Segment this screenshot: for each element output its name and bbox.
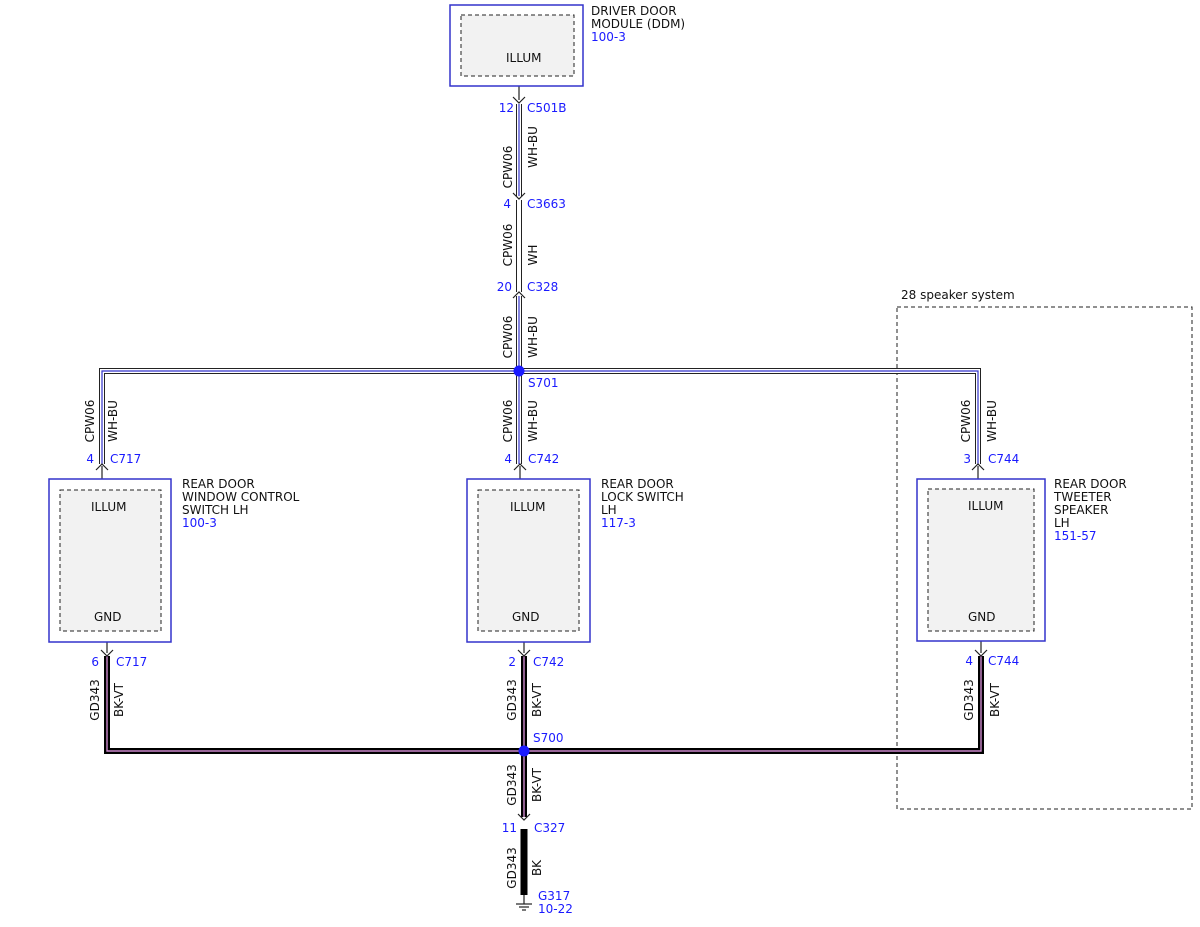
wire-s701-branches-stripe [101, 370, 979, 464]
g-left-color: BK-VT [112, 682, 126, 717]
c328-pin: 20 [497, 280, 512, 294]
g-down-color: BK-VT [530, 767, 544, 802]
w1-circuit: CPW06 [501, 146, 515, 189]
c744-bottom-connector[interactable]: C744 [988, 654, 1019, 668]
c501b-pin: 12 [499, 101, 514, 115]
w-left-circuit: CPW06 [83, 400, 97, 443]
driver-door-module[interactable]: ILLUM [449, 4, 584, 87]
arrow-c717-top-icon [95, 463, 109, 471]
ddm-name-line1: DRIVER DOOR [591, 4, 677, 18]
c327-pin: 11 [502, 821, 517, 835]
c744-top-connector[interactable]: C744 [988, 452, 1019, 466]
w-mid-circuit: CPW06 [501, 400, 515, 443]
arrow-c328-icon [512, 291, 526, 299]
c742-bottom-pin: 2 [508, 655, 516, 669]
w2-circuit: CPW06 [501, 224, 515, 267]
c717-bottom-pin: 6 [91, 655, 99, 669]
g317-ground-label[interactable]: G317 [538, 889, 570, 903]
wires [99, 76, 984, 895]
arrow-c327-icon [517, 813, 531, 821]
w1-color: WH-BU [526, 126, 540, 168]
c327-connector[interactable]: C327 [534, 821, 565, 835]
lock-switch-ref[interactable]: 117-3 [601, 516, 636, 530]
w-right-color: WH-BU [985, 400, 999, 442]
lock-switch-name-line1: REAR DOOR [601, 477, 674, 491]
wire-s700-branches-stripe [106, 656, 982, 752]
s700-splice-dot[interactable] [518, 745, 530, 757]
lock-switch-name-line2: LOCK SWITCH [601, 490, 684, 504]
tweeter-illum-pin: ILLUM [968, 499, 1003, 513]
speaker-system-label: 28 speaker system [901, 288, 1015, 302]
tweeter-name-line1: REAR DOOR [1054, 477, 1127, 491]
speaker-system-region [896, 306, 1193, 810]
arrow-c501b-icon [512, 96, 526, 104]
window-switch-gnd-pin: GND [94, 610, 122, 624]
c744-bottom-pin: 4 [965, 654, 973, 668]
c717-top-connector[interactable]: C717 [110, 452, 141, 466]
tweeter-name-line3: SPEAKER [1054, 503, 1108, 517]
ddm-name-line2: MODULE (DDM) [591, 17, 685, 31]
w2-color: WH [526, 245, 540, 266]
g-right-circuit: GD343 [962, 679, 976, 720]
window-switch-name-line3: SWITCH LH [182, 503, 249, 517]
arrow-c3663-icon [512, 192, 526, 200]
tweeter-name-line2: TWEETER [1053, 490, 1112, 504]
ddm-illum-pin-label: ILLUM [506, 51, 541, 65]
w3-color: WH-BU [526, 316, 540, 358]
g-left-circuit: GD343 [88, 679, 102, 720]
g317-ground-ref[interactable]: 10-22 [538, 902, 573, 916]
w-right-circuit: CPW06 [959, 400, 973, 443]
w-mid-color: WH-BU [526, 400, 540, 442]
rear-door-window-control-switch-lh[interactable]: ILLUM GND [48, 478, 172, 643]
window-switch-ref[interactable]: 100-3 [182, 516, 217, 530]
ground-icon [516, 895, 532, 911]
s701-splice-dot[interactable] [513, 365, 525, 377]
lock-switch-name-line3: LH [601, 503, 617, 517]
window-switch-illum-pin: ILLUM [91, 500, 126, 514]
s700-splice-label[interactable]: S700 [533, 731, 564, 745]
g-mid-circuit: GD343 [505, 679, 519, 720]
c501b-connector[interactable]: C501B [527, 101, 567, 115]
ddm-ref[interactable]: 100-3 [591, 30, 626, 44]
c744-top-pin: 3 [963, 452, 971, 466]
s701-splice-label[interactable]: S701 [528, 376, 559, 390]
lock-switch-illum-pin: ILLUM [510, 500, 545, 514]
g-final-circuit: GD343 [505, 847, 519, 888]
c742-top-connector[interactable]: C742 [528, 452, 559, 466]
rear-door-tweeter-speaker-lh[interactable]: ILLUM GND [916, 478, 1046, 642]
c742-top-pin: 4 [504, 452, 512, 466]
tweeter-gnd-pin: GND [968, 610, 996, 624]
c717-bottom-connector[interactable]: C717 [116, 655, 147, 669]
c742-bottom-connector[interactable]: C742 [533, 655, 564, 669]
g-right-color: BK-VT [988, 682, 1002, 717]
w-left-color: WH-BU [106, 400, 120, 442]
tweeter-ref[interactable]: 151-57 [1054, 529, 1097, 543]
tweeter-name-line4: LH [1054, 516, 1070, 530]
c328-connector[interactable]: C328 [527, 280, 558, 294]
arrow-c744-bottom-icon [974, 649, 988, 657]
window-switch-name-line1: REAR DOOR [182, 477, 255, 491]
window-switch-name-line2: WINDOW CONTROL [182, 490, 300, 504]
arrow-c744-top-icon [971, 463, 985, 471]
c3663-connector[interactable]: C3663 [527, 197, 566, 211]
w3-circuit: CPW06 [501, 316, 515, 359]
g-mid-color: BK-VT [530, 682, 544, 717]
g-final-color: BK [530, 859, 544, 876]
connector-arrows [95, 96, 988, 821]
rear-door-lock-switch-lh[interactable]: ILLUM GND [466, 478, 591, 643]
c717-top-pin: 4 [86, 452, 94, 466]
g-down-circuit: GD343 [505, 764, 519, 805]
arrow-c742-bottom-icon [517, 649, 531, 657]
arrow-c742-top-icon [513, 463, 527, 471]
c3663-pin: 4 [503, 197, 511, 211]
arrow-c717-bottom-icon [100, 649, 114, 657]
lock-switch-gnd-pin: GND [512, 610, 540, 624]
